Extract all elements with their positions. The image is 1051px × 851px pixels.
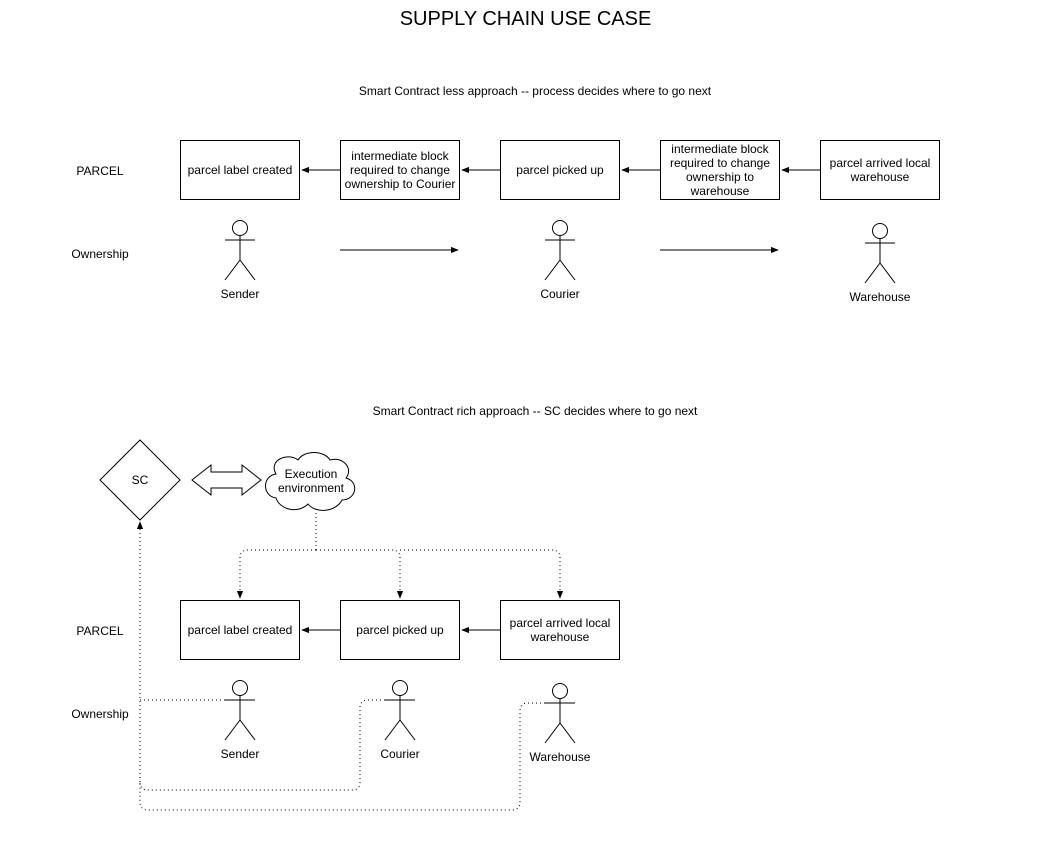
s1-actor-courier-label: Courier bbox=[540, 287, 580, 301]
s1-parcel-row-label: PARCEL bbox=[76, 164, 124, 178]
s2-box-label-created: parcel label created bbox=[180, 600, 300, 660]
s1-actor-courier-figure bbox=[544, 220, 576, 281]
page-title: SUPPLY CHAIN USE CASE bbox=[399, 8, 652, 30]
ownership-feedback-warehouse bbox=[139, 702, 545, 811]
cloud-branch-to-warehouse bbox=[400, 549, 564, 599]
s2-ownership-row-label: Ownership bbox=[71, 707, 129, 721]
execution-environment-cloud bbox=[265, 452, 356, 511]
s1-box-intermediate-courier: intermediate block required to change ow… bbox=[340, 140, 460, 200]
s2-actor-courier-label: Courier bbox=[380, 747, 420, 761]
s2-actor-sender-label: Sender bbox=[220, 747, 260, 761]
s2-box-arrived-warehouse: parcel arrived local warehouse bbox=[500, 600, 620, 660]
s1-box-label-created: parcel label created bbox=[180, 140, 300, 200]
s1-actor-sender-label: Sender bbox=[220, 287, 260, 301]
cloud-branch-to-label-created bbox=[236, 549, 316, 599]
s1-actor-warehouse-label: Warehouse bbox=[849, 290, 911, 304]
s2-actor-courier-figure bbox=[384, 680, 416, 741]
s2-actor-sender-figure bbox=[224, 680, 256, 741]
ownership-feedback-courier bbox=[139, 699, 385, 791]
section1-subtitle: Smart Contract less approach -- process … bbox=[358, 84, 712, 98]
s1-actor-sender-figure bbox=[224, 220, 256, 281]
s2-actor-warehouse-figure bbox=[544, 683, 576, 744]
double-block-arrow bbox=[191, 463, 262, 497]
s1-box-intermediate-warehouse: intermediate block required to change ow… bbox=[660, 140, 780, 200]
s1-box-picked-up: parcel picked up bbox=[500, 140, 620, 200]
cloud-branch-to-picked-up bbox=[316, 549, 404, 599]
section2-subtitle: Smart Contract rich approach -- SC decid… bbox=[372, 404, 698, 418]
s2-box-picked-up: parcel picked up bbox=[340, 600, 460, 660]
s2-actor-warehouse-label: Warehouse bbox=[529, 750, 591, 764]
sc-diamond-label: SC bbox=[131, 473, 149, 487]
cloud-label: Execution environment bbox=[277, 467, 345, 495]
s1-ownership-row-label: Ownership bbox=[71, 247, 129, 261]
s1-actor-warehouse-figure bbox=[864, 223, 896, 284]
sc-diamond-shape bbox=[99, 439, 181, 521]
s1-box-arrived-warehouse: parcel arrived local warehouse bbox=[820, 140, 940, 200]
s2-parcel-row-label: PARCEL bbox=[76, 624, 124, 638]
